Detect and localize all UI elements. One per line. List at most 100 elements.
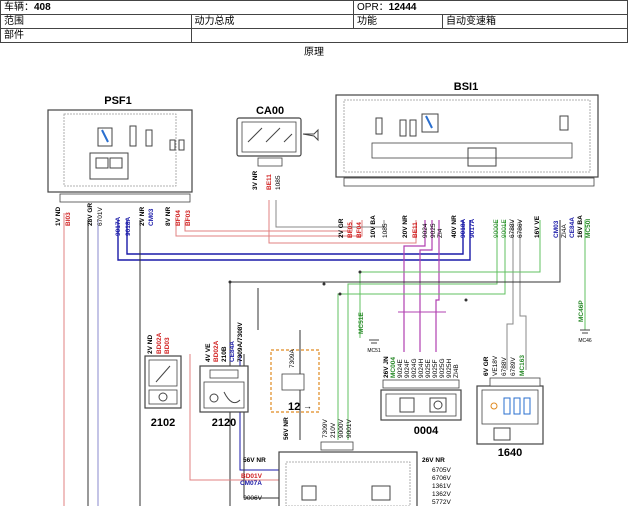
wire-6786v: [519, 220, 527, 370]
m12-arrow: →: [303, 401, 312, 411]
psf1-title: PSF1: [104, 95, 132, 107]
module-1640: 1640: [476, 377, 544, 459]
m2102-label-0: 2V ND: [147, 335, 154, 354]
m0004-label-1: MC004: [390, 357, 397, 378]
psf1-label-cm03: CM03: [148, 208, 155, 226]
ca00-title: CA00: [256, 105, 284, 117]
module-lower: [278, 441, 418, 506]
header-table: 车辆：408 OPR：12444 范围 动力总成 功能 自动变速箱 部件: [0, 0, 628, 43]
m2120-label-0: 4V VE: [205, 343, 212, 362]
lower-right-0: 6705V: [432, 467, 451, 474]
bsi1-label-3: 10V BA: [370, 215, 377, 238]
ca00-label-3vnr: 3V NR: [252, 171, 259, 190]
module-psf1: PSF1: [47, 95, 193, 203]
module-0004: 0004: [380, 379, 462, 437]
psf1-label-1vnd: 1V ND: [55, 207, 62, 226]
m1640-title: 1640: [498, 447, 522, 459]
bsi1-label-7: 9024: [422, 223, 429, 238]
m2120-label-2: 210B: [221, 346, 228, 362]
wire-bd01v: [189, 354, 280, 481]
m0004-label-10: ZI4B: [453, 364, 460, 378]
m1640-label-3: 6789V: [510, 357, 517, 376]
m0004-title: 0004: [414, 425, 439, 437]
part-value: [190, 28, 628, 43]
lower-label-1: 7309V: [322, 419, 329, 438]
psf1-label-9018a: 9018A: [125, 217, 132, 236]
wire-1085: [275, 200, 385, 228]
bsi1-label-11: 9018A: [460, 219, 467, 238]
bsi1-label-6: BE11: [412, 222, 419, 238]
lower-cm07a: CM07A: [240, 480, 262, 487]
m0004-label-8: 9025G: [439, 358, 446, 378]
ca00-label-be11: BE11: [266, 174, 273, 190]
psf1-label-6701v: 6701V: [97, 207, 104, 226]
ground-mc51: MC51: [367, 339, 381, 354]
module-bsi1: BSI1: [335, 81, 599, 187]
psf1-label-bi03: BI03: [65, 212, 72, 226]
m2120-title: 2120: [212, 417, 236, 429]
module-2102: 2102: [144, 355, 182, 429]
bsi1-label-9: ZI4: [437, 228, 444, 238]
bsi1-label-10: 40V NR: [451, 215, 458, 238]
m2102-label-1: BD02A: [156, 332, 163, 354]
bsi1-label-4: 1085: [382, 223, 389, 238]
wire-9001e: [337, 220, 506, 440]
bsi1-label-22: MC50I: [585, 219, 592, 238]
lower-right-4: 5772V: [432, 499, 451, 506]
lower-right-2: 1361V: [432, 483, 451, 490]
section-title: 原理: [304, 47, 324, 58]
m1640-label-2: 6788V: [501, 357, 508, 376]
psf1-label-8vnr: 8V NR: [165, 207, 172, 226]
lower-bd01v: BD01V: [241, 473, 263, 480]
bsi1-label-19: ZI4A: [561, 224, 568, 238]
bsi1-label-2: BF04: [356, 222, 363, 238]
wire-be11: [268, 200, 417, 244]
m0004-label-5: 9024H: [418, 359, 425, 378]
lower-label-0: 56V NR: [283, 417, 290, 440]
m12-title: 12: [288, 401, 300, 413]
psf1-label-2vnr: 2V NR: [139, 207, 146, 226]
bsi1-label-5: 20V NR: [402, 215, 409, 238]
junction-dots: [228, 270, 468, 302]
psf1-label-9017a: 9017A: [115, 217, 122, 236]
m0004-label-4: 9024G: [411, 358, 418, 378]
ca00-label-1085: 1085: [275, 175, 282, 190]
bsi1-label-20: CE84A: [569, 217, 576, 238]
wire-9024: [403, 220, 426, 352]
bsi1-label-14: 9001E: [501, 219, 508, 238]
lower-9006v: 9006V: [243, 495, 262, 502]
mc51e-label: MC51E: [358, 312, 365, 334]
bsi1-label-8: 9025: [430, 223, 437, 238]
ground-mc46: MC46: [578, 329, 592, 344]
bsi1-label-21: 16V BA: [577, 215, 584, 238]
psf1-label-bf03: BF03: [185, 210, 192, 226]
lower-label-4: 9001V: [346, 419, 353, 438]
bsi1-label-18: CM03: [553, 220, 560, 238]
m1640-label-4: MC163: [519, 355, 526, 376]
wire-zi4: [435, 220, 440, 352]
module-12: 12 →: [270, 349, 320, 413]
m12-label-0: 7309A: [289, 349, 296, 368]
m2102-title: 2102: [151, 417, 175, 429]
m0004-label-6: 9025E: [425, 359, 432, 378]
m1640-label-1: VE18V: [492, 355, 499, 376]
part-label: 部件: [0, 28, 192, 43]
m0004-label-7: 9025F: [432, 360, 439, 378]
psf1-label-bf04: BF04: [175, 210, 182, 226]
mc46-label: MC46: [578, 338, 592, 344]
psf1-label-28vgr: 28V GR: [87, 203, 94, 226]
lower-label-3: 9000V: [338, 419, 345, 438]
mc46p-label: MC46P: [578, 300, 585, 322]
wire-16v-ve: [359, 220, 541, 338]
m0004-label-3: 9024F: [404, 360, 411, 378]
mc51-label: MC51: [367, 348, 381, 354]
bsi1-label-0: 2V GR: [338, 218, 345, 238]
wire-9018a: [126, 220, 464, 255]
lower-56vnr-left: 56V NR: [243, 457, 266, 464]
bsi1-label-13: 9000E: [493, 219, 500, 238]
bsi1-title: BSI1: [454, 81, 478, 93]
wire-6788v: [506, 220, 514, 370]
